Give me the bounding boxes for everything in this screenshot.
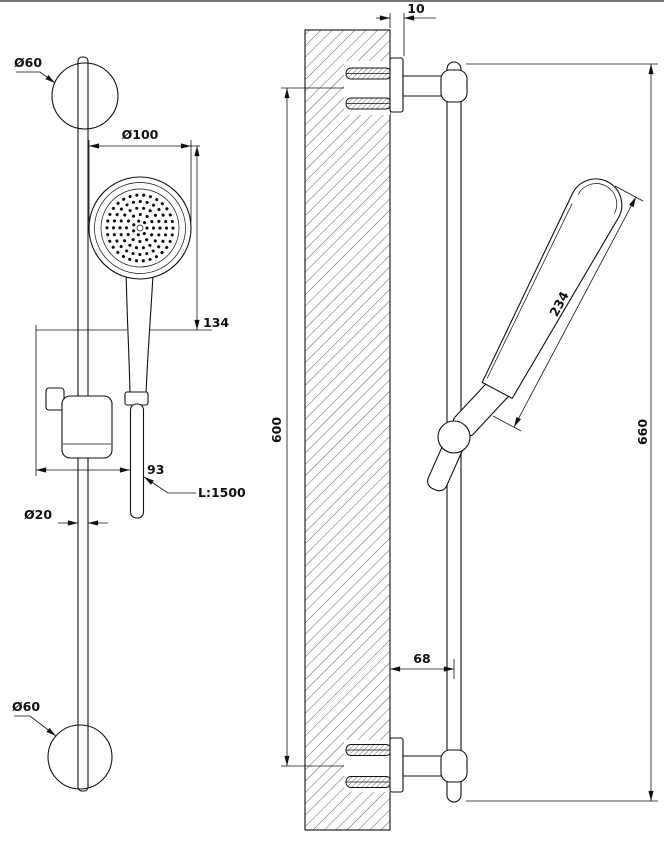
bottom-wall-flange-front [47,724,113,790]
nozzle-ring-4 [124,212,156,244]
leader-line [143,476,196,494]
dim-label-top-flange: Ø60 [14,55,42,70]
leader-line [14,715,57,737]
head-face-rim [100,188,180,268]
nozzle-ring-2 [111,199,169,257]
head-inner-rim [94,182,186,274]
handshower-front [88,176,192,519]
slider-holder-front [45,387,113,459]
bottom-bracket-side [344,737,450,793]
rail-clamp-bottom [440,749,468,783]
dim-bracket-spacing: 600 [269,87,344,767]
dim-wall-offset: 68 [390,651,455,679]
dim-label-overall-length: 660 [635,419,650,445]
leader-line [16,71,56,84]
head-center-dot [136,224,144,232]
head-outer-rim [88,176,192,280]
extension-line [492,415,522,432]
holder-knob [45,387,65,411]
dim-plate-thickness: 10 [376,1,436,56]
slider-ring-side [437,420,471,454]
side-view: 10 600 660 234 68 [269,1,658,831]
nozzle-ring-1 [105,193,175,263]
dim-bottom-flange-diameter: Ø60 [12,699,57,737]
dim-label-bottom-flange: Ø60 [12,699,40,714]
nozzle-ring-5 [131,219,149,237]
wall-section [304,29,391,831]
rail-clamp-top [440,69,468,103]
dim-label-head-length: 134 [203,315,229,330]
nozzle-ring-3 [118,206,162,250]
hose-front [129,403,145,519]
dim-label-plate-thickness: 10 [407,1,425,16]
dim-label-rail-diameter: Ø20 [24,507,52,522]
dim-overall-length: 660 [466,63,658,802]
wall-plate [389,57,404,113]
head-profile [481,178,623,399]
dim-label-wall-offset: 68 [413,651,430,666]
holder-body [61,395,113,459]
dim-label-head-diameter: Ø100 [122,127,159,142]
dim-holder-offset: 93 [35,325,164,477]
wall-plate [389,737,404,793]
top-bracket-side [344,57,450,115]
hose-nut-front [124,391,149,406]
extension-line [614,185,644,202]
dim-label-bracket-spacing: 600 [269,417,284,443]
dim-label-holder-offset: 93 [147,462,164,477]
dim-label-hose-length: L:1500 [198,485,246,500]
dim-hose-length: L:1500 [143,476,246,500]
front-view: Ø60 Ø100 134 93 L:1500 [12,55,246,792]
shower-head-front [88,176,192,280]
dim-top-flange-diameter: Ø60 [14,55,56,84]
top-wall-flange-front [51,62,119,130]
dim-rail-diameter: Ø20 [24,507,108,526]
dim-head-length: 134 [36,146,229,331]
dimension-line [513,196,637,428]
shower-head-side [481,178,623,399]
